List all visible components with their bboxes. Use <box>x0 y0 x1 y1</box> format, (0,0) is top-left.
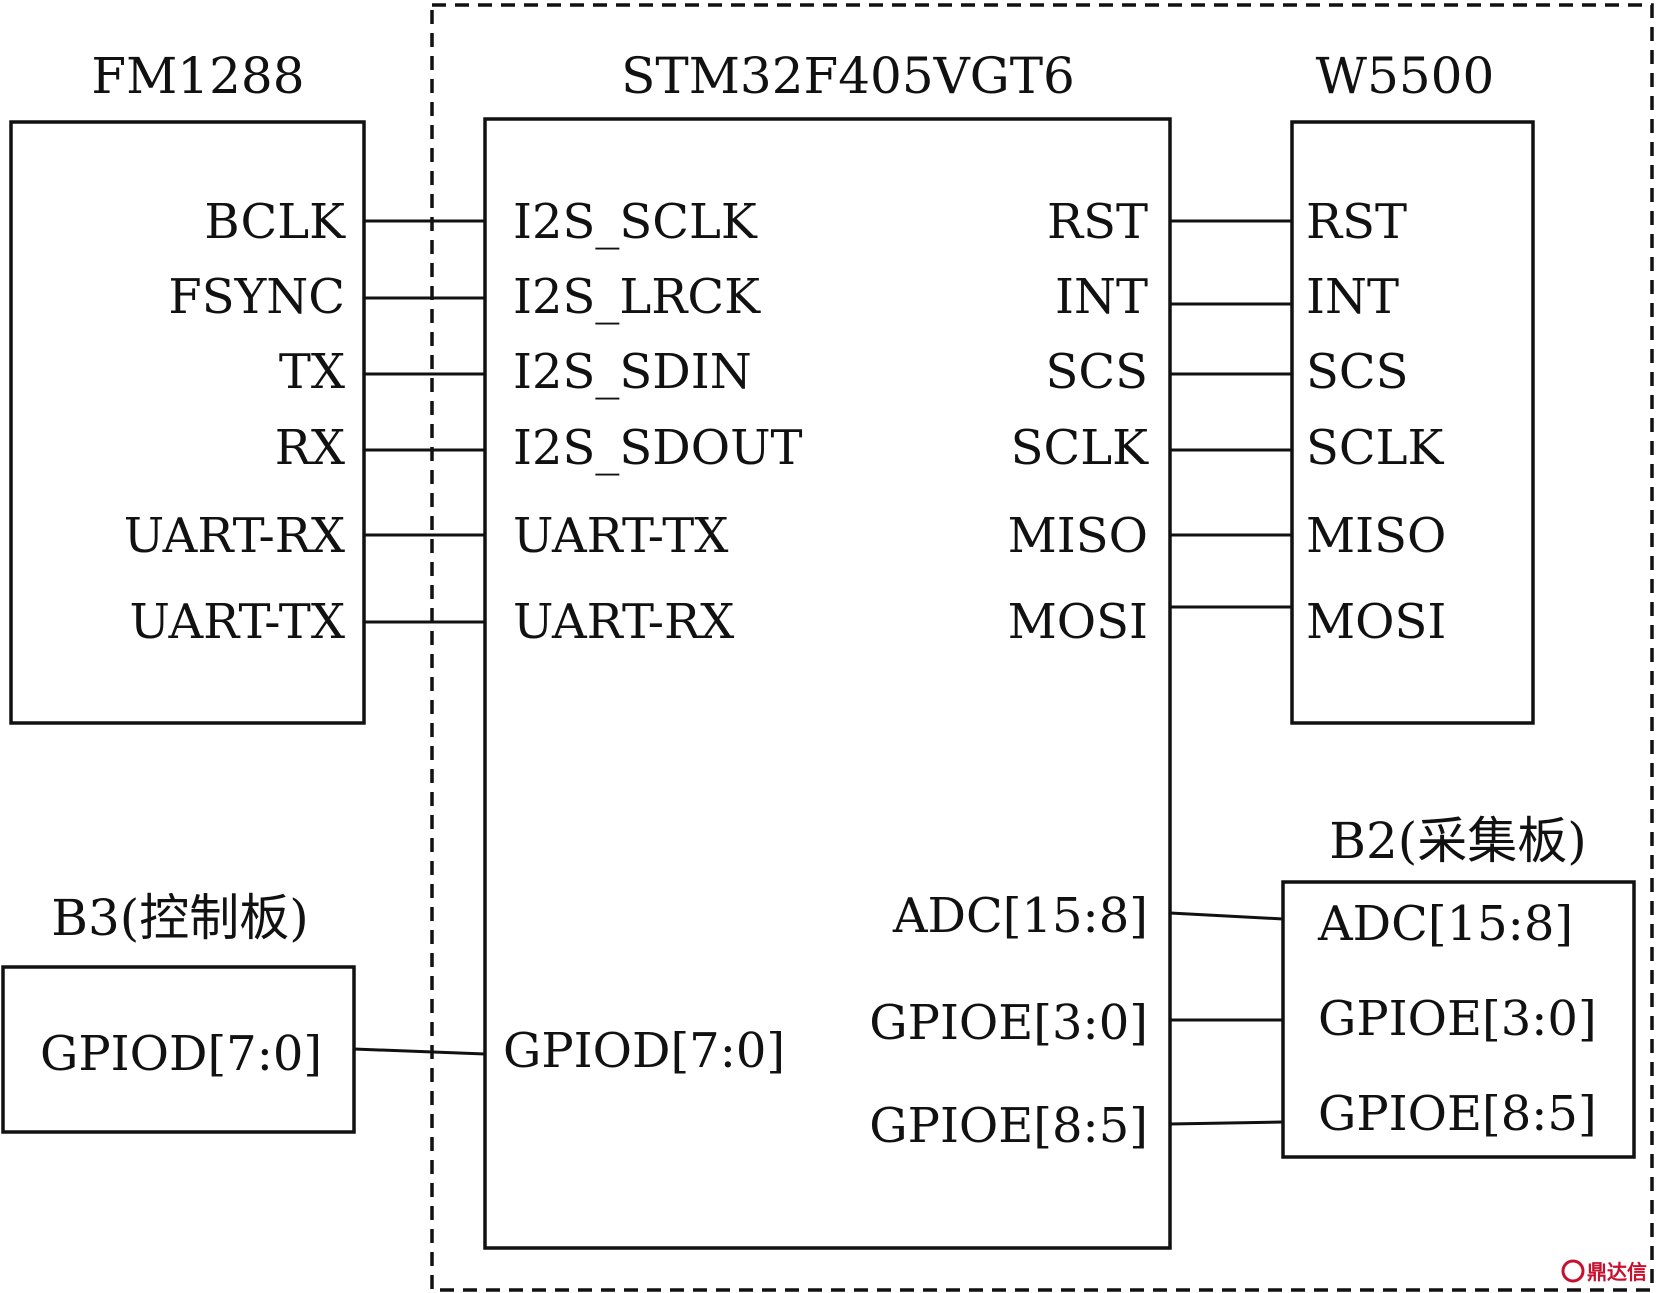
stm32-pin-uart-rx: UART-RX <box>513 594 734 650</box>
stm32-pin-uart-tx: UART-TX <box>513 508 728 564</box>
b2-pin-gpioe-8-5: GPIOE[8:5] <box>1318 1086 1597 1142</box>
fm1288-pin-rx: RX <box>275 420 345 476</box>
wire-gpioe-8-5 <box>1169 1120 1284 1126</box>
wire-adc <box>1169 911 1284 921</box>
stm32-pin-adc: ADC[15:8] <box>892 888 1148 944</box>
fm1288-pin-bclk: BCLK <box>204 194 346 250</box>
w5500-pin-rst: RST <box>1306 194 1407 250</box>
stm32-pin-gpiod: GPIOD[7:0] <box>503 1023 785 1079</box>
wire-gpiod <box>353 1047 486 1056</box>
watermark-logo: 鼎达信 <box>1561 1259 1647 1284</box>
b3-pin-gpiod: GPIOD[7:0] <box>40 1026 322 1082</box>
w5500-title: W5500 <box>1316 47 1495 105</box>
w5500-pin-mosi: MOSI <box>1306 594 1446 650</box>
fm1288-pin-uart-rx: UART-RX <box>124 508 345 564</box>
w5500-block <box>1290 120 1535 725</box>
stm32-pin-rst: RST <box>1047 194 1148 250</box>
watermark-circle-icon <box>1561 1259 1585 1283</box>
stm32-pin-i2s-sdin: I2S_SDIN <box>513 344 752 400</box>
fm1288-title: FM1288 <box>91 47 304 105</box>
stm32-pin-i2s-sdout: I2S_SDOUT <box>513 420 803 476</box>
stm32-pin-miso: MISO <box>1008 508 1148 564</box>
stm32-pin-sclk: SCLK <box>1011 420 1149 476</box>
fm1288-pin-tx: TX <box>279 344 345 400</box>
stm32-title: STM32F405VGT6 <box>621 47 1075 105</box>
w5500-pin-miso: MISO <box>1306 508 1446 564</box>
b2-pin-gpioe-3-0: GPIOE[3:0] <box>1318 991 1597 1047</box>
watermark-text: 鼎达信 <box>1587 1260 1647 1284</box>
w5500-pin-int: INT <box>1306 269 1399 325</box>
dashed-boundary <box>430 3 1654 1292</box>
b3-title: B3(控制板) <box>51 889 309 947</box>
b2-title: B2(采集板) <box>1329 812 1587 870</box>
stm32-pin-i2s-sclk: I2S_SCLK <box>513 194 758 250</box>
w5500-pin-scs: SCS <box>1306 344 1409 400</box>
b2-pin-adc: ADC[15:8] <box>1317 896 1573 952</box>
stm32-pin-gpioe-8-5: GPIOE[8:5] <box>869 1098 1148 1154</box>
fm1288-block <box>9 120 366 725</box>
stm32-pin-gpioe-3-0: GPIOE[3:0] <box>869 995 1148 1051</box>
stm32-pin-scs: SCS <box>1046 344 1149 400</box>
stm32-pin-i2s-lrck: I2S_LRCK <box>513 269 761 325</box>
stm32-pin-int: INT <box>1055 269 1148 325</box>
stm32-block <box>483 117 1172 1250</box>
fm1288-pin-uart-tx: UART-TX <box>130 594 345 650</box>
stm32-pin-mosi: MOSI <box>1008 594 1148 650</box>
w5500-pin-sclk: SCLK <box>1306 420 1444 476</box>
fm1288-pin-fsync: FSYNC <box>168 269 345 325</box>
